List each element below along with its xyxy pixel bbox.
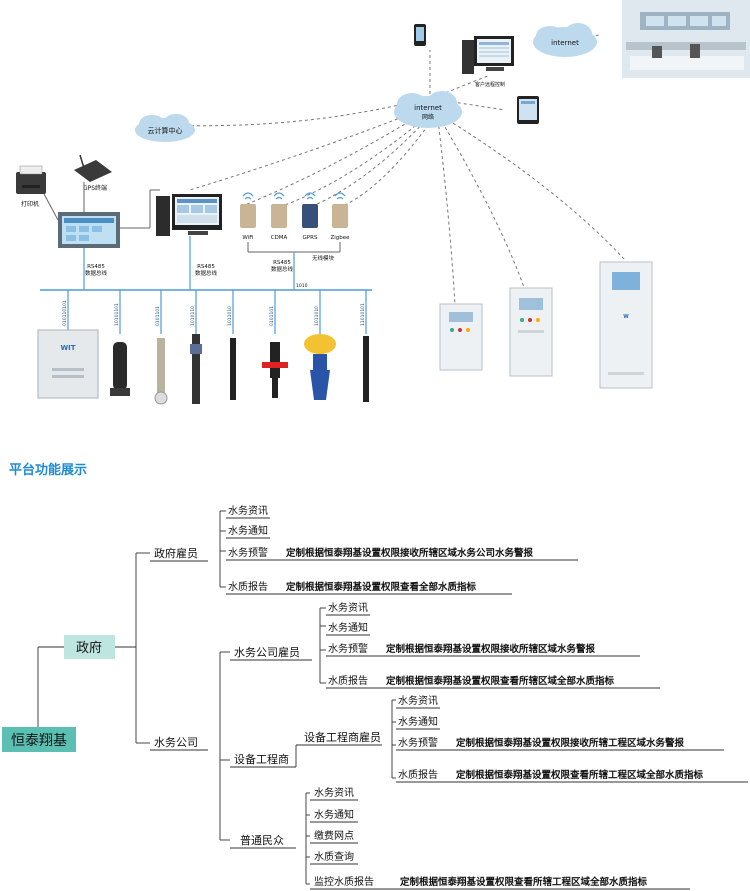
engineer-report-detail: 定制根据恒泰翔基设置权限查看所辖工程区域全部水质指标 bbox=[455, 769, 704, 781]
tablet-icon bbox=[517, 96, 539, 124]
bus1-line1: RS485 bbox=[87, 264, 105, 270]
bus-code-label: 11010101 bbox=[360, 303, 366, 326]
root-label: 恒泰翔基 bbox=[11, 732, 67, 749]
engineer-item-warning: 水务预警 bbox=[398, 736, 438, 749]
public-label: 普通民众 bbox=[240, 833, 284, 847]
mobile-phone-icon bbox=[414, 24, 426, 46]
bus-code-small: 1010 bbox=[296, 283, 308, 289]
public-item-payment: 缴费网点 bbox=[314, 829, 354, 842]
public-item-report: 监控水质报告 bbox=[314, 875, 374, 888]
control-room-photo bbox=[622, 0, 750, 78]
bus-code-label: 1011010 bbox=[314, 306, 320, 326]
permission-hierarchy-tree: 恒泰翔基 政府 政府雇员 水务资讯 水务通知 水务预警 定制根据恒泰翔基设置权限… bbox=[2, 504, 748, 890]
cdma-module-icon: CDMA bbox=[271, 192, 288, 241]
gov-item-report: 水质报告 bbox=[228, 580, 268, 593]
gps-terminal-icon: GPS终端 bbox=[74, 154, 112, 192]
gov-warning-detail: 定制根据恒泰翔基设置权限接收所辖区域水务公司水务警报 bbox=[285, 547, 534, 559]
control-box-device: WIT bbox=[37, 329, 99, 399]
bus3-line1: RS485 bbox=[273, 260, 291, 266]
sensor-probe-3 bbox=[190, 334, 202, 404]
touch-panel-hmi bbox=[58, 212, 120, 248]
internet-cloud-center: internet 网络 bbox=[394, 91, 462, 128]
tree-connectors bbox=[37, 510, 748, 890]
bus-code-label: 1011010 bbox=[227, 306, 233, 326]
network-label-center: 网络 bbox=[422, 113, 434, 121]
sensor-probe-7 bbox=[363, 336, 369, 402]
module-label-wifi: WiFi bbox=[242, 235, 254, 241]
public-item-news: 水务资讯 bbox=[314, 786, 354, 799]
wifi-module-icon: WiFi bbox=[240, 192, 256, 241]
panel-brand: WIT bbox=[60, 344, 75, 352]
company-item-notice: 水务通知 bbox=[328, 621, 368, 634]
bus-code-label: 0101101 bbox=[269, 306, 275, 326]
svg-text:W: W bbox=[623, 314, 629, 320]
module-label-cdma: CDMA bbox=[271, 235, 288, 241]
engineer-item-notice: 水务通知 bbox=[398, 715, 438, 728]
bus1-line2: 数据总线 bbox=[85, 269, 108, 277]
wireless-module-label: 无线模块 bbox=[312, 254, 335, 262]
control-cabinet-1 bbox=[439, 303, 483, 371]
module-label-gprs: GPRS bbox=[303, 235, 318, 241]
gps-label: GPS终端 bbox=[83, 184, 107, 192]
printer-icon: 打印机 bbox=[16, 165, 46, 208]
public-item-notice: 水务通知 bbox=[314, 808, 354, 821]
root-node: 恒泰翔基 bbox=[2, 727, 76, 752]
company-item-warning: 水务预警 bbox=[328, 642, 368, 655]
radar-level-sensor bbox=[304, 334, 336, 400]
engineer-item-news: 水务资讯 bbox=[398, 694, 438, 707]
bus-code-label: 010110101 bbox=[62, 300, 68, 326]
rs485-bus-labels: RS485 数据总线 RS485 数据总线 RS485 数据总线 bbox=[85, 260, 294, 277]
gprs-module-icon: GPRS bbox=[302, 192, 318, 241]
company-warning-detail: 定制根据恒泰翔基设置权限接收所辖区域水务警报 bbox=[385, 643, 596, 655]
gov-employee-label: 政府雇员 bbox=[154, 546, 198, 560]
internet-cloud-top-right: internet bbox=[533, 23, 597, 57]
zigbee-module-icon: Zigbee bbox=[330, 192, 350, 241]
bus-code-label: 0101101 bbox=[155, 306, 161, 326]
sensors-row: WIT bbox=[37, 329, 369, 405]
monitoring-cabinet-3: W bbox=[599, 261, 653, 389]
sensor-probe-1 bbox=[110, 342, 130, 396]
company-item-report: 水质报告 bbox=[328, 674, 368, 687]
bus2-line2: 数据总线 bbox=[195, 269, 218, 277]
bus2-line1: RS485 bbox=[197, 264, 215, 270]
engineer-label: 设备工程商 bbox=[234, 752, 289, 766]
sensor-probe-5 bbox=[262, 342, 288, 398]
bus3-line2: 数据总线 bbox=[271, 265, 294, 273]
control-cabinet-2 bbox=[509, 287, 553, 377]
engineer-item-report: 水质报告 bbox=[398, 768, 438, 781]
sensor-probe-4 bbox=[230, 338, 236, 400]
gov-item-news: 水务资讯 bbox=[228, 504, 268, 517]
wireless-modules: WiFi CDMA GPRS Zigbee 无线模块 bbox=[240, 192, 350, 262]
gov-label: 政府 bbox=[76, 641, 102, 656]
cloud-computing-label: 云计算中心 bbox=[148, 126, 183, 135]
internet-label-top: internet bbox=[551, 39, 579, 47]
sensor-drop-lines: 010110101 10101101 0101101 1010110 1011010 01… bbox=[62, 290, 367, 334]
cloud-computing-center: 云计算中心 bbox=[135, 114, 195, 142]
company-item-news: 水务资讯 bbox=[328, 601, 368, 614]
network-dashed-links bbox=[164, 34, 626, 306]
module-label-zigbee: Zigbee bbox=[330, 235, 350, 241]
gov-report-detail: 定制根据恒泰翔基设置权限查看全部水质指标 bbox=[285, 581, 477, 593]
section-title: 平台功能展示 bbox=[9, 463, 88, 478]
engineer-employee-label: 设备工程商雇员 bbox=[304, 730, 381, 744]
gov-item-warning: 水务预警 bbox=[228, 546, 268, 559]
remote-control-label: 客户远程控制 bbox=[475, 81, 505, 88]
public-report-detail: 定制根据恒泰翔基设置权限查看所辖工程区域全部水质指标 bbox=[399, 876, 648, 888]
public-item-query: 水质查询 bbox=[314, 850, 354, 863]
bus-code-label: 10101101 bbox=[114, 303, 120, 326]
engineer-warning-detail: 定制根据恒泰翔基设置权限接收所辖工程区域水务警报 bbox=[455, 737, 685, 749]
gov-item-notice: 水务通知 bbox=[228, 524, 268, 537]
printer-label: 打印机 bbox=[21, 200, 39, 208]
bus-code-label: 1010110 bbox=[190, 306, 196, 326]
sensor-probe-2 bbox=[154, 338, 168, 405]
remote-computer-icon: 客户远程控制 bbox=[462, 36, 514, 88]
internet-label-center: internet bbox=[414, 104, 442, 112]
industrial-computer-icon bbox=[156, 194, 222, 236]
company-employee-label: 水务公司雇员 bbox=[234, 645, 300, 659]
company-label: 水务公司 bbox=[154, 736, 198, 749]
gov-node: 政府 bbox=[64, 635, 115, 659]
company-report-detail: 定制根据恒泰翔基设置权限查看所辖区域全部水质指标 bbox=[385, 675, 615, 687]
system-topology-diagram: internet internet 网络 云计算中心 bbox=[16, 0, 750, 405]
